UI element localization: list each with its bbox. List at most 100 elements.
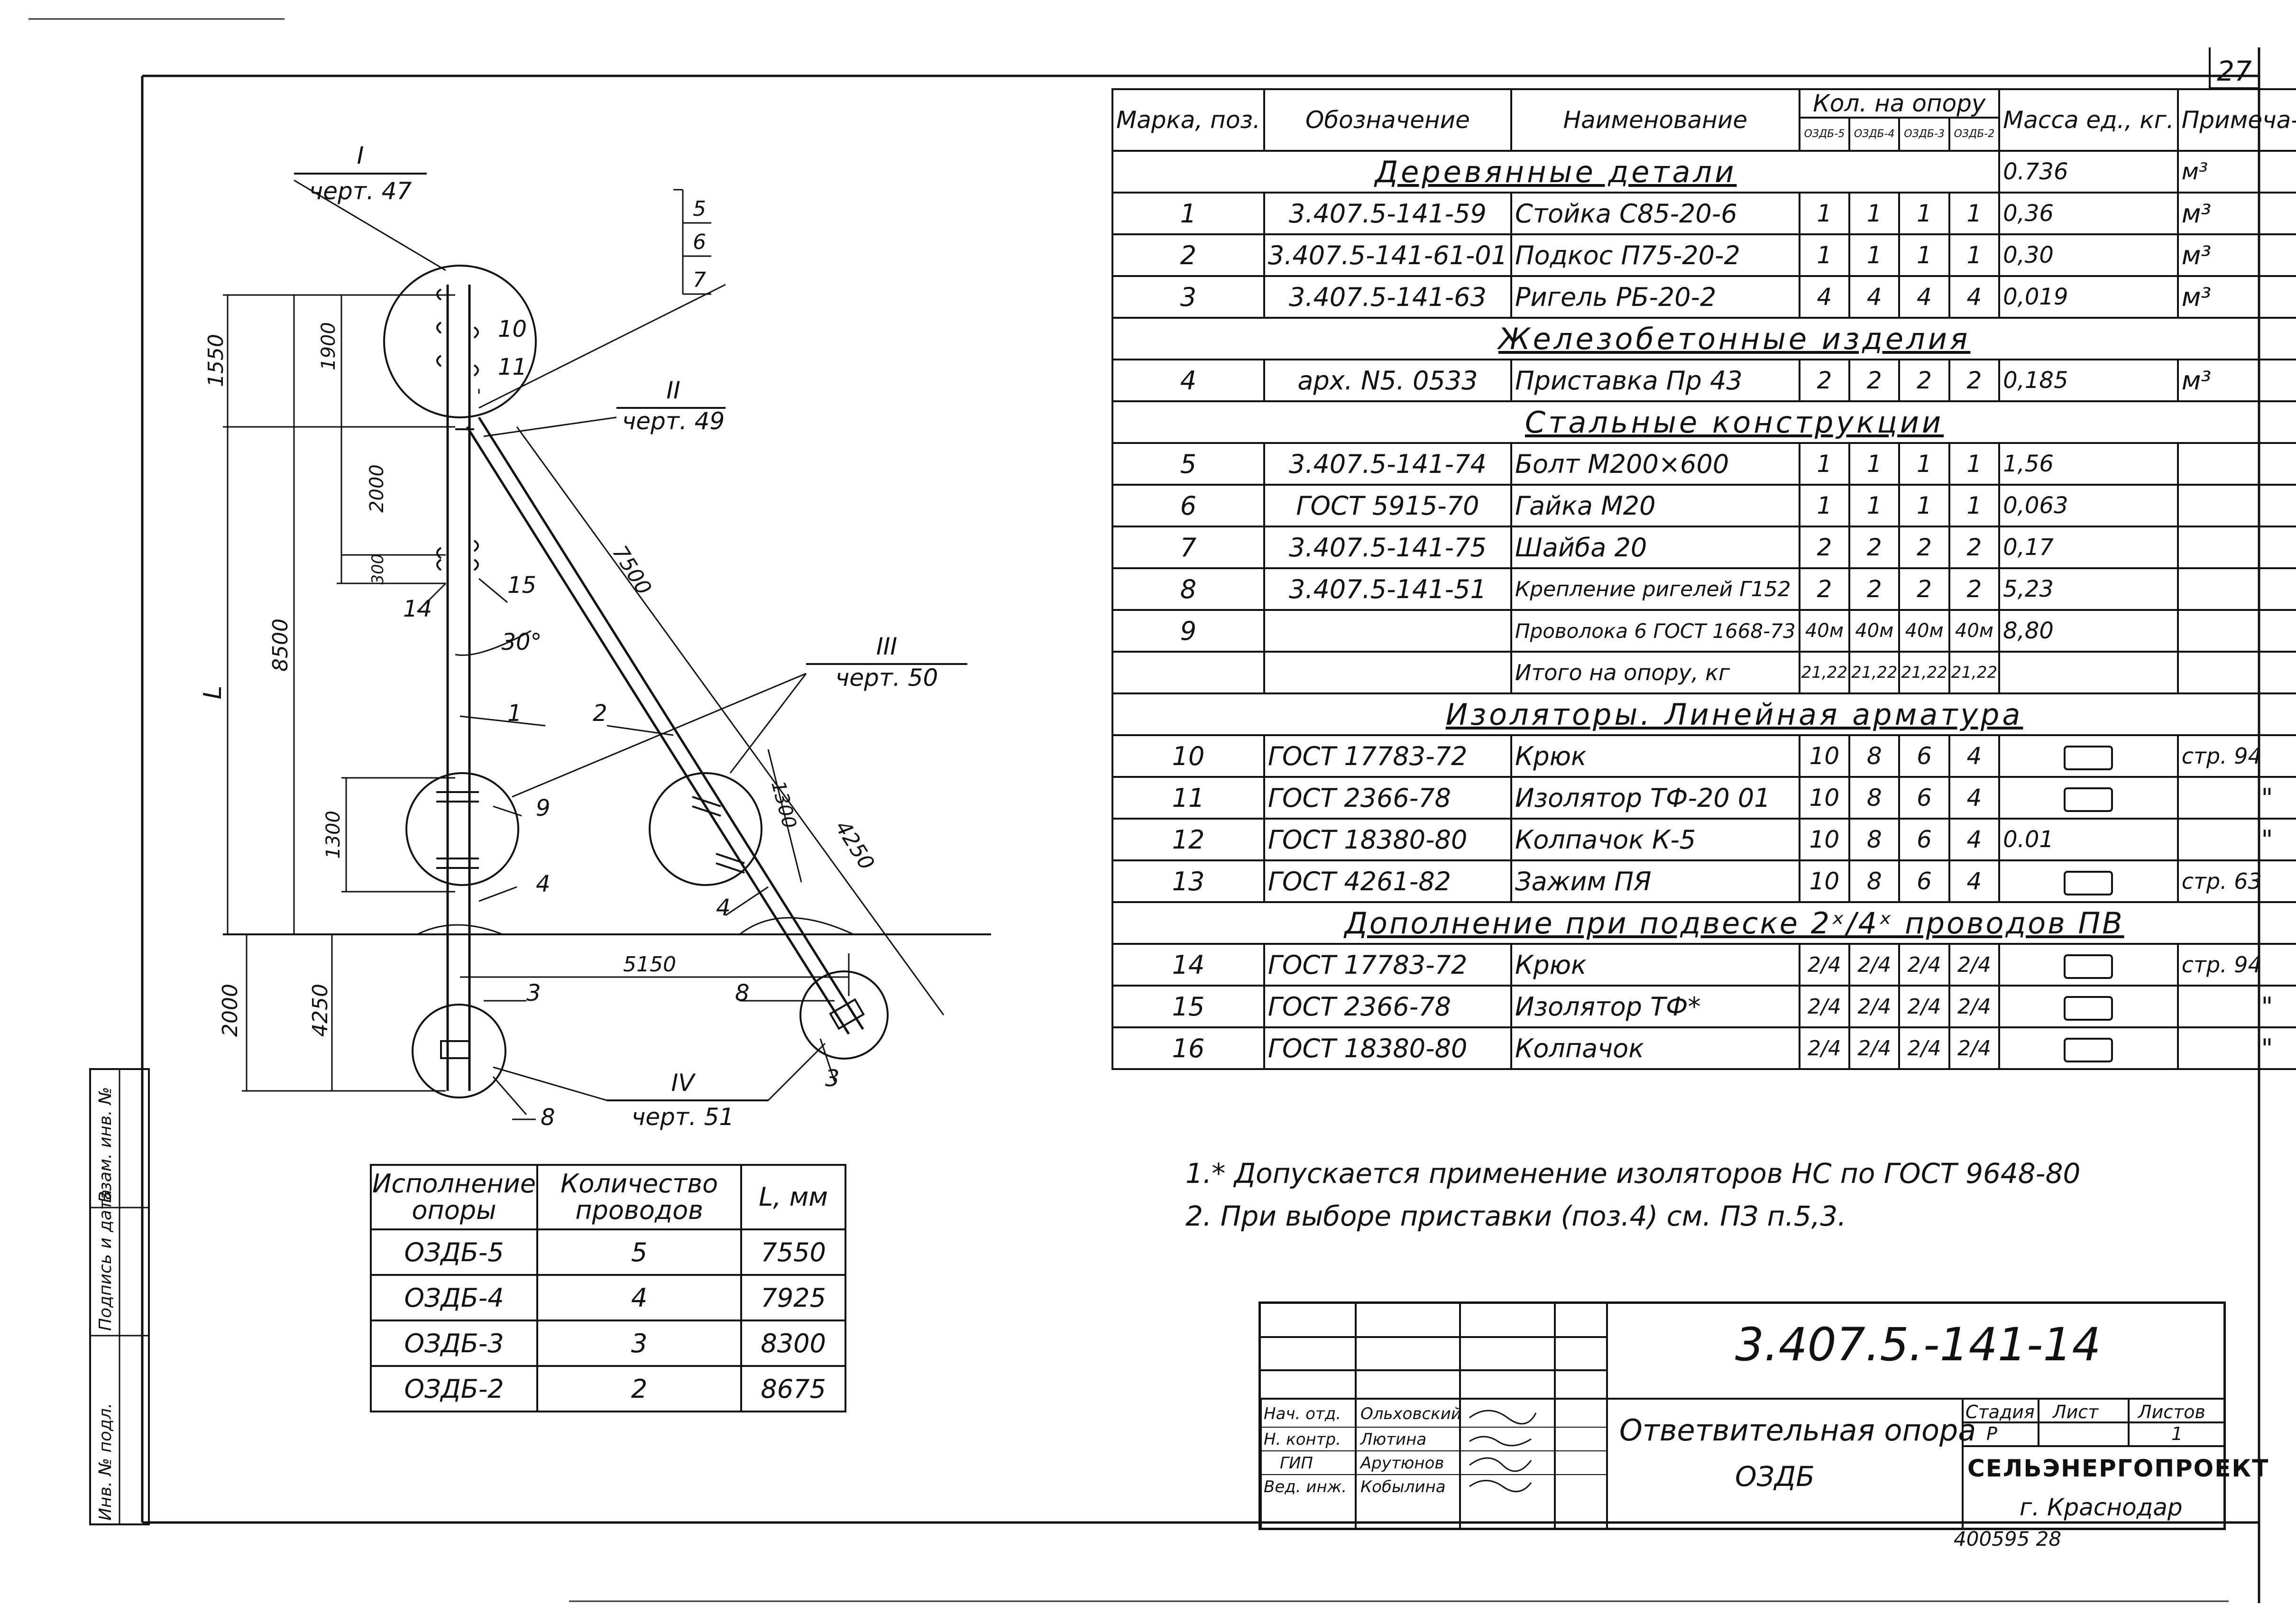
exec-wires: 2 bbox=[536, 1365, 743, 1412]
table-row: 4 арх. N5. 0533 Приставка Пр 43 2 2 2 2 … bbox=[1111, 359, 2296, 402]
strip-replace-inv: Взам. инв. № bbox=[96, 1087, 115, 1203]
row-qty: 4 bbox=[1948, 776, 2001, 820]
row-qty: 2 bbox=[1798, 526, 1851, 569]
row-pos: 16 bbox=[1111, 1026, 1265, 1070]
sheet-header: Лист bbox=[2053, 1402, 2099, 1422]
row-pos: 12 bbox=[1111, 818, 1265, 861]
row-qty: 1 bbox=[1848, 442, 1901, 486]
exec-length: 7925 bbox=[740, 1274, 847, 1321]
row-designation: 3.407.5-141-74 bbox=[1263, 442, 1512, 486]
city: г. Краснодар bbox=[2020, 1494, 2183, 1521]
row-qty: 1 bbox=[1798, 192, 1851, 235]
row-qty: 6 bbox=[1898, 859, 1950, 903]
detail-circle-top bbox=[383, 265, 537, 418]
row-pos: 2 bbox=[1111, 233, 1265, 277]
table-row: ОЗДБ-3 3 8300 bbox=[369, 1320, 847, 1367]
row-designation: 3.407.5-141-61-01 bbox=[1263, 233, 1512, 277]
header-variant: ОЗДБ-5 bbox=[1798, 117, 1851, 152]
pos-1: 1 bbox=[507, 700, 522, 727]
table-row: 1 3.407.5-141-59 Стойка С85-20-6 1 1 1 1… bbox=[1111, 192, 2296, 235]
row-qty: 2 bbox=[1798, 359, 1851, 402]
table-row: ОЗДБ-4 4 7925 bbox=[369, 1274, 847, 1321]
stage-value: Р bbox=[1986, 1423, 1997, 1444]
row-name: Приставка Пр 43 bbox=[1510, 359, 1800, 402]
row-qty: 4 bbox=[1948, 275, 2001, 319]
row-pos bbox=[1111, 651, 1265, 694]
callout-iv-ref: черт. 51 bbox=[632, 1103, 735, 1131]
dim-8500: 8500 bbox=[268, 618, 293, 672]
role-label: Н. контр. bbox=[1264, 1430, 1341, 1449]
exec-header-wires: Количество проводов bbox=[536, 1164, 743, 1230]
row-qty: 4 bbox=[1848, 275, 1901, 319]
row-qty: 2/4 bbox=[1898, 1026, 1950, 1070]
dim-2000: 2000 bbox=[366, 464, 388, 513]
row-note: стр. 94 bbox=[2177, 734, 2296, 778]
row-qty: 10 bbox=[1798, 776, 1851, 820]
row-designation: арх. N5. 0533 bbox=[1263, 359, 1512, 402]
stack-label-6: 6 bbox=[693, 230, 706, 254]
row-qty: 2 bbox=[1848, 359, 1901, 402]
row-note: " bbox=[2177, 818, 2296, 861]
table-row: 6 ГОСТ 5915-70 Гайка М20 1 1 1 1 0,063 bbox=[1111, 484, 2296, 527]
pos-8-brace: 8 bbox=[735, 980, 750, 1006]
row-qty: 10 bbox=[1798, 818, 1851, 861]
table-row: 8 3.407.5-141-51 Крепление ригелей Г152 … bbox=[1111, 567, 2296, 611]
row-mass: 0,063 bbox=[1998, 484, 2179, 527]
row-name: Гайка М20 bbox=[1510, 484, 1800, 527]
row-note: стр. 94 bbox=[2177, 943, 2296, 987]
row-designation: ГОСТ 4261-82 bbox=[1263, 859, 1512, 903]
callout-ii-number: II bbox=[666, 377, 680, 404]
exec-length: 7550 bbox=[740, 1228, 847, 1276]
row-pos: 4 bbox=[1111, 359, 1265, 402]
table-row: 3 3.407.5-141-63 Ригель РБ-20-2 4 4 4 4 … bbox=[1111, 275, 2296, 319]
row-qty: 4 bbox=[1948, 859, 2001, 903]
pos-3-brace: 3 bbox=[825, 1065, 840, 1092]
row-pos: 10 bbox=[1111, 734, 1265, 778]
row-name: Шайба 20 bbox=[1510, 526, 1800, 569]
row-pos: 14 bbox=[1111, 943, 1265, 987]
row-qty: 2/4 bbox=[1848, 1026, 1901, 1070]
row-qty: 2/4 bbox=[1898, 985, 1950, 1028]
header-name: Наименование bbox=[1510, 88, 1800, 152]
row-qty: 1 bbox=[1898, 233, 1950, 277]
dim-1300-brace: 1300 bbox=[767, 779, 800, 831]
stage-header: Стадия bbox=[1965, 1402, 2035, 1422]
row-note bbox=[2177, 442, 2296, 486]
row-pos: 11 bbox=[1111, 776, 1265, 820]
row-note: " bbox=[2177, 776, 2296, 820]
table-row: ОЗДБ-2 2 8675 bbox=[369, 1365, 847, 1412]
dim-1550: 1550 bbox=[204, 334, 228, 387]
exec-wires: 5 bbox=[536, 1228, 743, 1276]
row-qty: 2 bbox=[1898, 567, 1950, 611]
note-2: 2. При выборе приставки (поз.4) см. ПЗ п… bbox=[1185, 1200, 1846, 1232]
dim-4250-base: 4250 bbox=[308, 984, 332, 1037]
section-wood-unit: м³ bbox=[2177, 150, 2296, 194]
row-qty: 1 bbox=[1798, 233, 1851, 277]
row-name: Итого на опору, кг bbox=[1510, 651, 1800, 694]
note-1: 1.* Допускается применение изоляторов НС… bbox=[1185, 1157, 2081, 1190]
row-qty: 6 bbox=[1898, 818, 1950, 861]
row-qty: 2/4 bbox=[1798, 985, 1851, 1028]
row-qty: 8 bbox=[1848, 734, 1901, 778]
row-designation: ГОСТ 18380-80 bbox=[1263, 818, 1512, 861]
row-note: м³ bbox=[2177, 233, 2296, 277]
role-label: ГИП bbox=[1280, 1454, 1313, 1473]
row-mass-box bbox=[1998, 734, 2179, 778]
row-mass-box bbox=[1998, 776, 2179, 820]
row-qty: 40м bbox=[1948, 609, 2001, 653]
row-note: м³ bbox=[2177, 275, 2296, 319]
drawing-title: Ответвительная опора bbox=[1619, 1413, 1976, 1448]
table-row: 5 3.407.5-141-74 Болт М200×600 1 1 1 1 1… bbox=[1111, 442, 2296, 486]
pos-8-pole: 8 bbox=[541, 1104, 555, 1131]
exec-variant: ОЗДБ-2 bbox=[369, 1365, 539, 1412]
table-row: Итого на опору, кг 21,22 21,22 21,22 21,… bbox=[1111, 651, 2296, 694]
row-qty: 4 bbox=[1798, 275, 1851, 319]
row-name: Ригель РБ-20-2 bbox=[1510, 275, 1800, 319]
row-note bbox=[2177, 526, 2296, 569]
row-qty: 1 bbox=[1948, 233, 2001, 277]
section-steel: Стальные конструкции bbox=[1111, 400, 2296, 444]
row-qty: 2 bbox=[1848, 567, 1901, 611]
row-pos: 13 bbox=[1111, 859, 1265, 903]
dim-5150: 5150 bbox=[623, 952, 676, 977]
